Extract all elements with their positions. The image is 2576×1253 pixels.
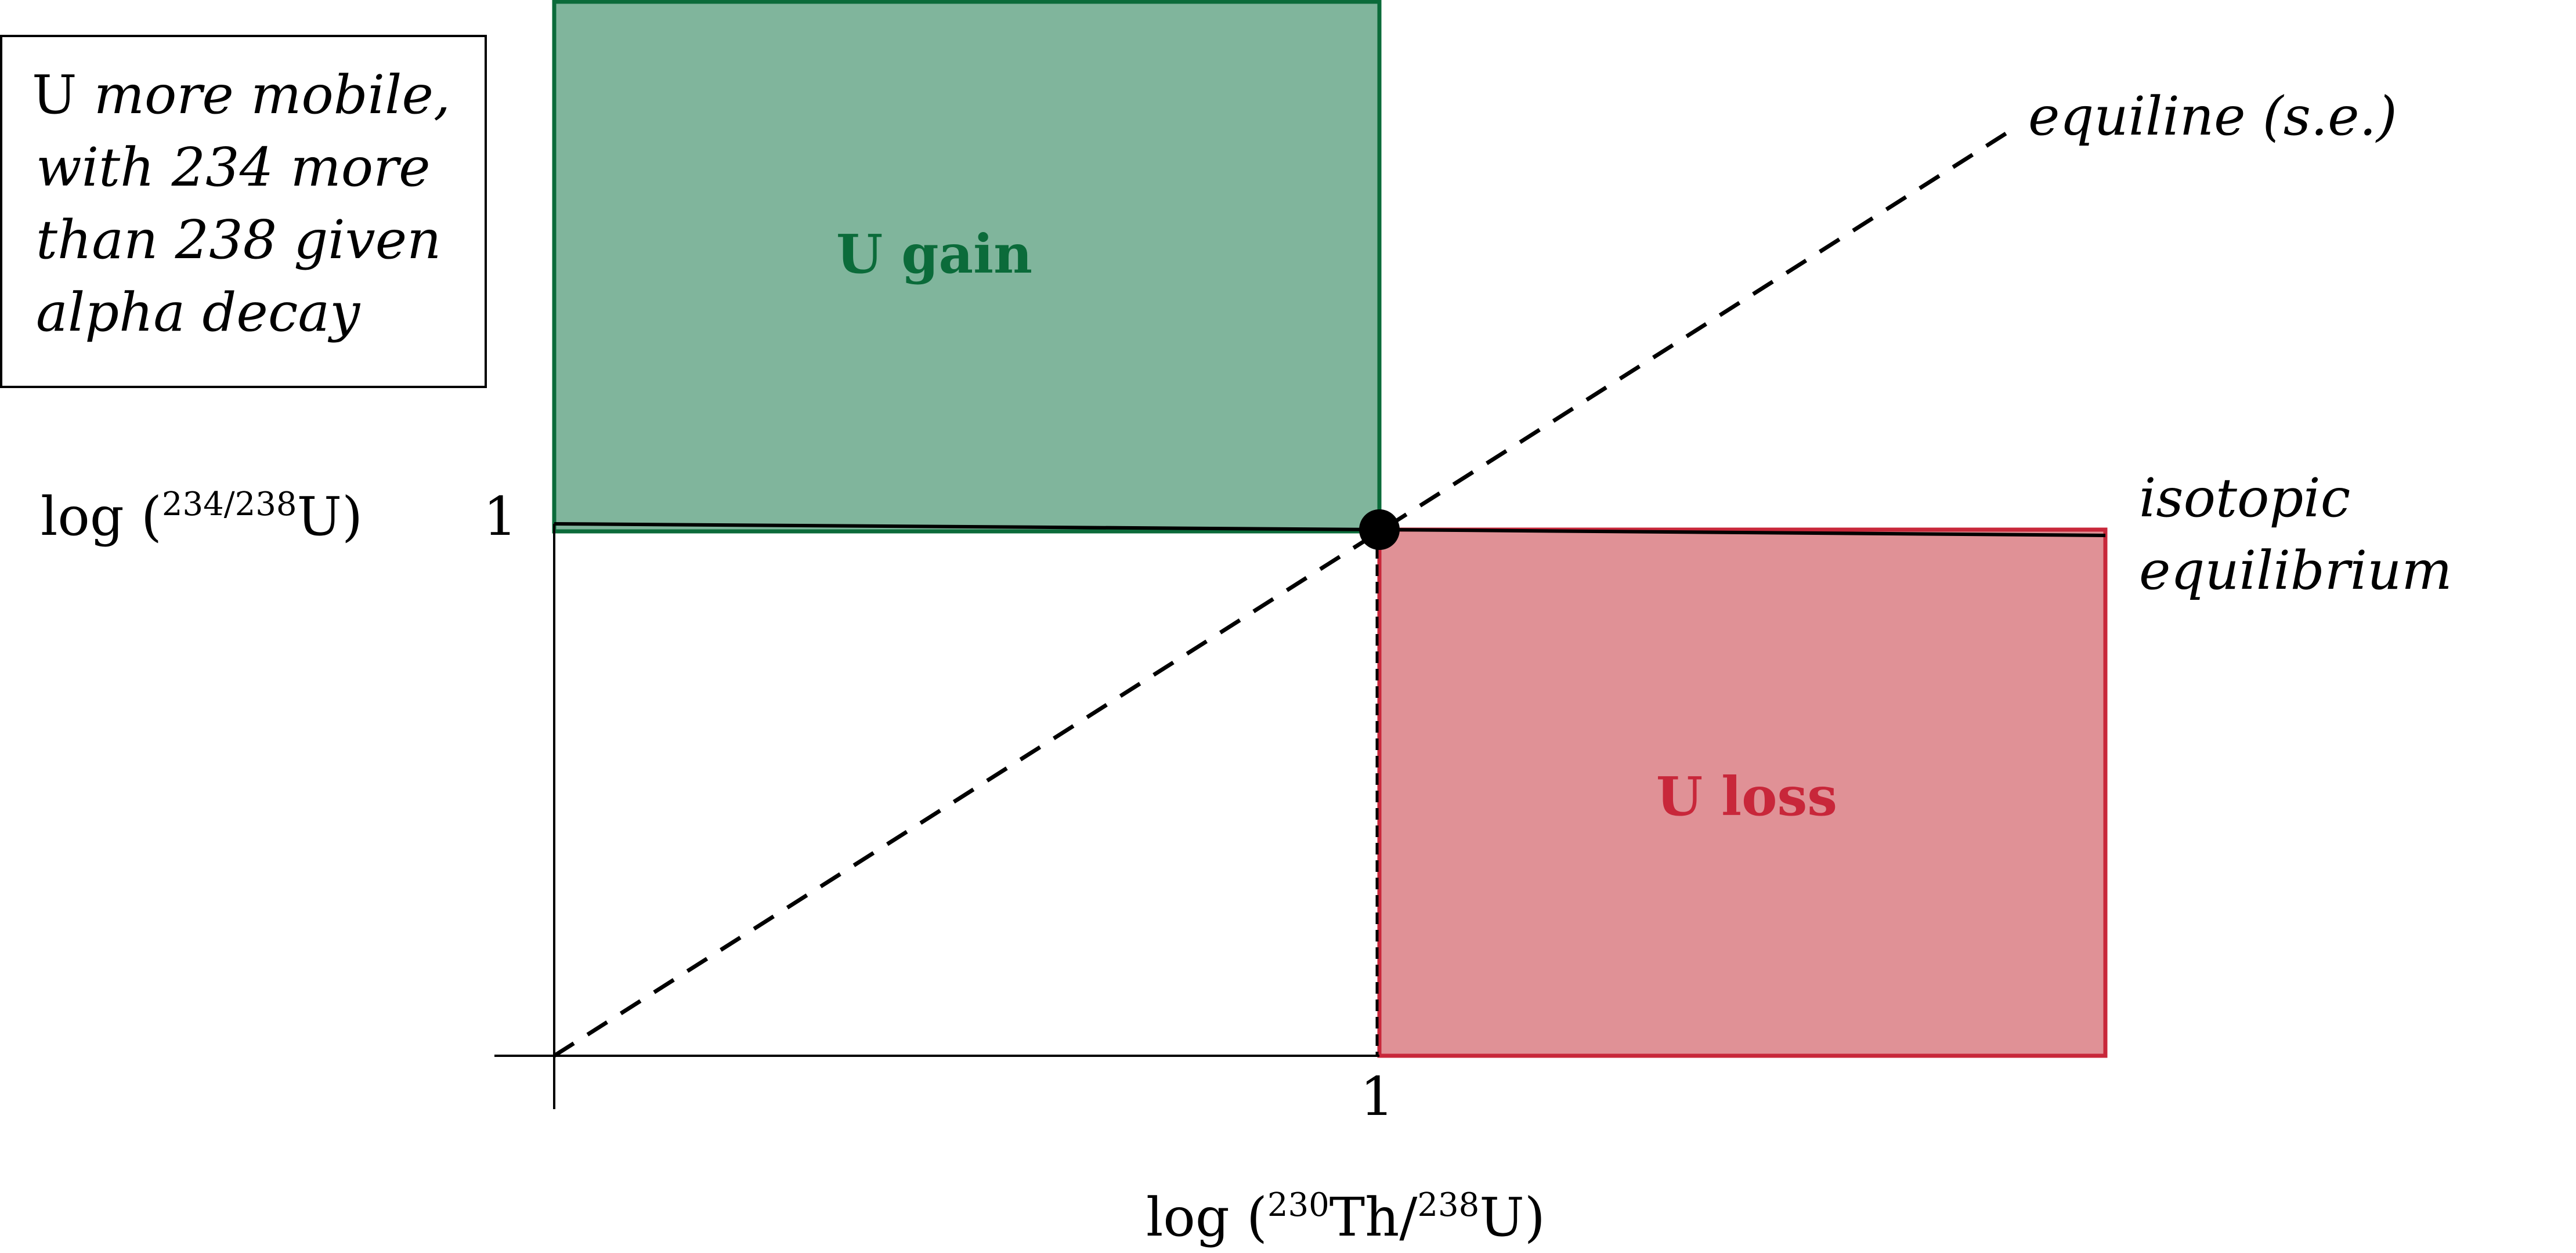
y-tick-label: 1: [483, 486, 518, 548]
note-box-frame: [0, 35, 487, 388]
u-gain-label: U gain: [836, 223, 1032, 285]
note-box-line-4: alpha decay: [36, 281, 360, 343]
y-axis-label: log (234/238U): [41, 486, 363, 548]
note-box-line-2: with 234 more: [36, 136, 431, 198]
note-box-line-1: U more mobile,: [32, 64, 450, 126]
equiline-label: equiline (s.e.): [2028, 85, 2397, 147]
isotopic-equilibrium-line-right: [1379, 528, 2106, 537]
u-gain-region: [552, 0, 1382, 534]
u-loss-label: U loss: [1656, 765, 1837, 828]
note-box: U more mobile, with 234 more than 238 gi…: [0, 35, 487, 388]
note-box-line-3: than 238 given: [36, 209, 441, 271]
x-axis-label: log (230Th/238U): [1146, 1186, 1545, 1248]
u-loss-region: [1377, 527, 2108, 1058]
isotopic-equilibrium-label-1: isotopic: [2139, 467, 2350, 529]
isotopic-equilibrium-line-left: [554, 522, 1380, 531]
isotopic-equilibrium-label-2: equilibrium: [2139, 539, 2452, 602]
equilibrium-point: [1359, 509, 1400, 550]
equiline: [553, 131, 2009, 1058]
x-tick-label: 1: [1360, 1066, 1394, 1128]
